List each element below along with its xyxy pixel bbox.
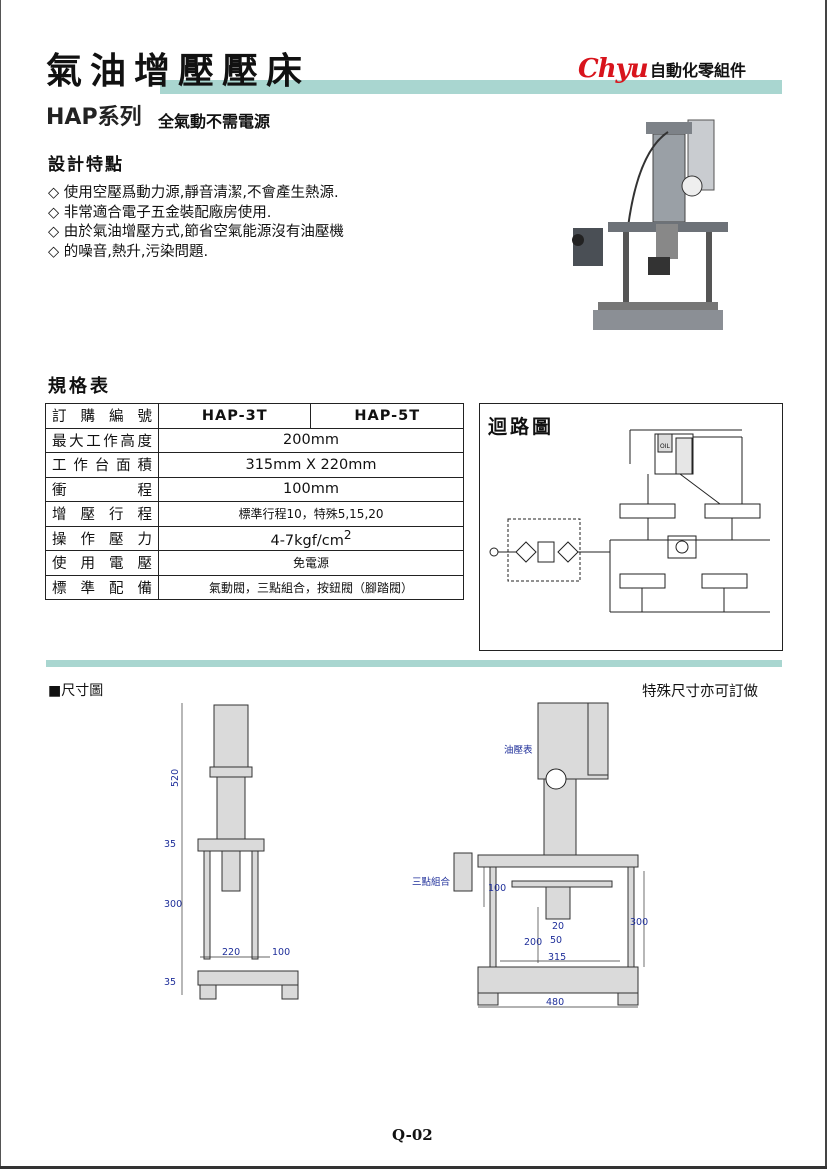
- frl-label: 三點組合: [412, 876, 451, 888]
- spec-value: 免電源: [158, 550, 464, 576]
- page-title: 氣油增壓壓床: [46, 51, 311, 92]
- press-photo: [572, 119, 728, 330]
- feature-item: 非常適合電子五金裝配廠房使用.: [48, 204, 344, 224]
- pressure-value: 4-7kgf/cm: [270, 532, 344, 549]
- brand-logo: Chyu: [578, 54, 649, 84]
- table-row: 訂購編號 HAP-3T HAP-5T: [45, 403, 464, 429]
- spec-heading: 規格表: [48, 376, 111, 397]
- table-row: 標準配備 氣動閥，三點組合，按鈕閥（腳踏閥）: [45, 574, 464, 600]
- dim-left-300: 300: [164, 899, 182, 910]
- dim-right-200: 200: [524, 937, 542, 948]
- spec-value: HAP-3T: [157, 403, 312, 429]
- series-subtitle: 全氣動不需電源: [158, 112, 271, 131]
- spec-value: 氣動閥，三點組合，按鈕閥（腳踏閥）: [158, 574, 464, 600]
- brand-subtitle: 自動化零組件: [650, 61, 747, 80]
- oil-gauge-label: 油壓表: [504, 744, 533, 756]
- table-row: 工作台面積 315mm X 220mm: [45, 452, 464, 478]
- spec-value: 100mm: [158, 476, 464, 502]
- spec-label: 訂購編號: [45, 403, 159, 429]
- spec-value: 200mm: [158, 427, 464, 453]
- page-number: Q-02: [392, 1126, 433, 1144]
- dim-right-100: 100: [488, 883, 506, 894]
- circuit-diagram: OIL: [489, 429, 770, 613]
- oil-tank-label: OIL: [660, 443, 670, 450]
- feature-list: 使用空壓爲動力源,靜音清潔,不會產生熱源. 非常適合電子五金裝配廠房使用. 由於…: [48, 184, 344, 262]
- dim-left-220: 220: [222, 947, 240, 958]
- table-row: 操作壓力 4-7kgf/cm2: [45, 525, 464, 551]
- page-border-left: [0, 0, 1, 1169]
- table-row: 衝程 100mm: [45, 476, 464, 502]
- title-band: [160, 80, 782, 94]
- dim-left-520: 520: [170, 769, 181, 787]
- dim-right-20: 20: [552, 921, 564, 932]
- table-row: 使用電壓 免電源: [45, 550, 464, 576]
- feature-item: 的噪音,熱升,污染問題.: [48, 243, 344, 263]
- spec-label: 增壓行程: [45, 501, 159, 527]
- spec-value: HAP-5T: [310, 403, 464, 429]
- spec-value: 315mm X 220mm: [158, 452, 464, 478]
- spec-value: 標準行程10，特殊5,15,20: [158, 501, 464, 527]
- dim-right-480: 480: [546, 997, 564, 1008]
- spec-label: 最大工作高度: [45, 427, 159, 453]
- section-separator: [46, 660, 782, 667]
- circuit-diagram-box: 迴路圖: [479, 403, 783, 651]
- design-heading: 設計特點: [48, 155, 124, 175]
- table-row: 最大工作高度 200mm: [45, 427, 464, 453]
- spec-label: 操作壓力: [45, 525, 159, 551]
- circuit-title: 迴路圖: [488, 416, 555, 438]
- dimension-note: 特殊尺寸亦可訂做: [642, 684, 758, 700]
- feature-item: 使用空壓爲動力源,靜音清潔,不會產生熱源.: [48, 184, 344, 204]
- pressure-unit-exponent: 2: [343, 527, 352, 542]
- dim-right-300: 300: [630, 917, 648, 928]
- dim-left-35b: 35: [164, 977, 176, 988]
- spec-label: 使用電壓: [45, 550, 159, 576]
- dim-left-35a: 35: [164, 839, 176, 850]
- dim-left-100: 100: [272, 947, 290, 958]
- series-name: HAP系列: [46, 105, 142, 130]
- table-row: 增壓行程 標準行程10，特殊5,15,20: [45, 501, 464, 527]
- dim-right-315: 315: [548, 952, 566, 963]
- spec-table: 訂購編號 HAP-3T HAP-5T 最大工作高度 200mm 工作台面積 31…: [45, 403, 464, 600]
- spec-label: 衝程: [45, 476, 159, 502]
- dim-right-50: 50: [550, 935, 562, 946]
- spec-label: 工作台面積: [45, 452, 159, 478]
- dimension-drawings: 520 35 300 35 220 100 油壓表 三點組合 100 200 2…: [164, 702, 648, 1008]
- dimension-heading: ■尺寸圖: [48, 683, 104, 699]
- page-border-right: [825, 0, 827, 1169]
- feature-item: 由於氣油增壓方式,節省空氣能源沒有油壓機: [48, 223, 344, 243]
- page-border-bottom: [0, 1166, 827, 1169]
- spec-value: 4-7kgf/cm2: [158, 525, 464, 551]
- spec-label: 標準配備: [45, 574, 159, 600]
